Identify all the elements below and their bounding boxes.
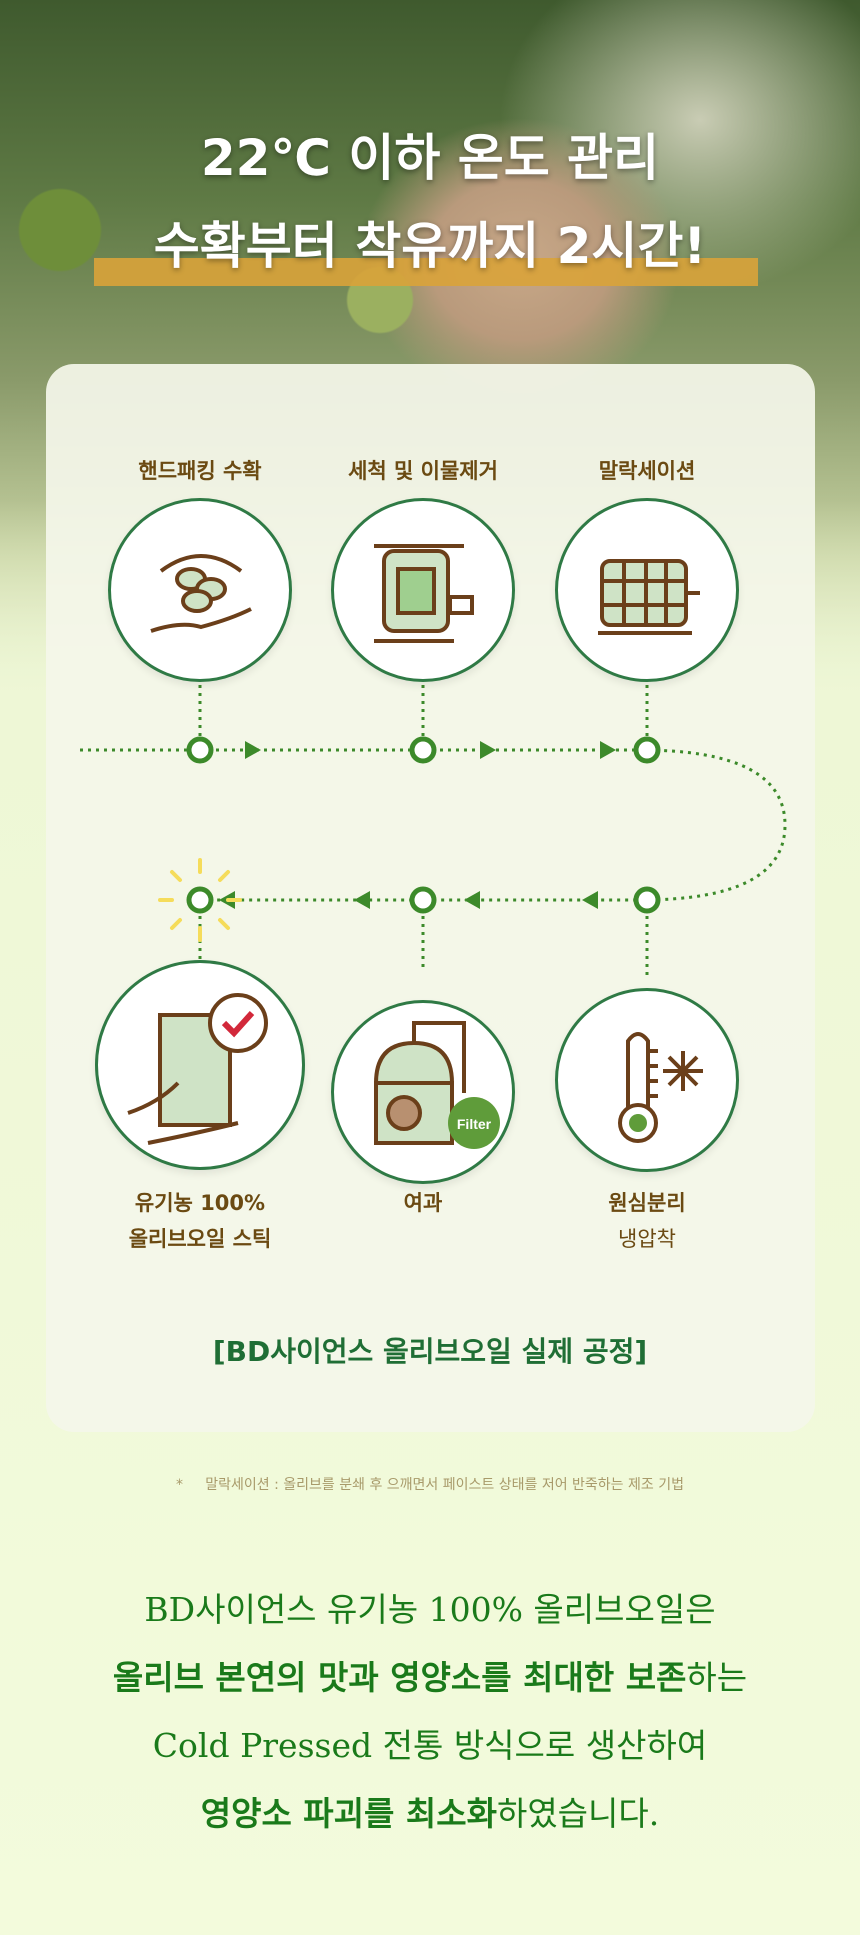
filter-badge: Filter [457,1116,492,1132]
step-circle-harvest [108,498,292,682]
headline-line2: 수확부터 착유까지 2시간! [153,217,707,275]
barrel-icon [598,559,700,635]
body-line3: Cold Pressed 전통 방식으로 생산하여 [152,1726,708,1765]
body-line2-rest: 하는 [686,1658,748,1697]
olive-hand-icon [150,554,252,633]
step-label-centrifuge-1: 원심분리 [608,1191,686,1215]
body-line4-bold: 영양소 파괴를 최소화 [200,1794,497,1833]
step-circle-washing [331,498,515,682]
step-circle-malaxation [555,498,739,682]
step-label-filter: 여과 [403,1191,443,1215]
thermometer-snowflake-icon [618,1032,703,1143]
washing-machine-icon [374,544,474,643]
oil-stick-check-icon [127,993,268,1145]
step-label-centrifuge-2: 냉압착 [618,1227,676,1251]
sparkle-icon [158,858,242,942]
body-line4-rest: 하였습니다. [496,1794,660,1833]
footnote-text: 말락세이션 : 올리브를 분쇄 후 으깨면서 페이스트 상태를 저어 반죽하는 … [205,1477,684,1493]
step-circle-centrifuge [555,988,739,1172]
process-title: [BD사이언스 올리브오일 실제 공정] [212,1335,648,1368]
step-label-malaxation: 말락세이션 [598,459,696,483]
body-line4: 영양소 파괴를 최소화하였습니다. [0,1780,860,1848]
body-line2-bold: 올리브 본연의 맛과 영양소를 최대한 보존 [112,1658,687,1697]
body-line2: 올리브 본연의 맛과 영양소를 최대한 보존하는 [0,1644,860,1712]
headline-line1: 22℃ 이하 온도 관리 [200,129,660,187]
step-label-oil-stick-2: 올리브오일 스틱 [128,1227,272,1251]
step-label-washing: 세척 및 이물제거 [348,459,498,483]
step-circle-filter: Filter [331,1000,515,1184]
step-circle-oil-stick [95,960,305,1170]
filter-tank-icon: Filter [373,1021,500,1149]
headline-highlight [94,258,758,286]
step-label-harvest: 핸드패킹 수확 [138,459,262,483]
footnote: * 말락세이션 : 올리브를 분쇄 후 으깨면서 페이스트 상태를 저어 반죽하… [0,1474,860,1494]
footnote-mark: * [176,1477,183,1493]
step-label-oil-stick-1: 유기농 100% [134,1191,266,1215]
body-line1: BD사이언스 유기농 100% 올리브오일은 [144,1590,716,1629]
